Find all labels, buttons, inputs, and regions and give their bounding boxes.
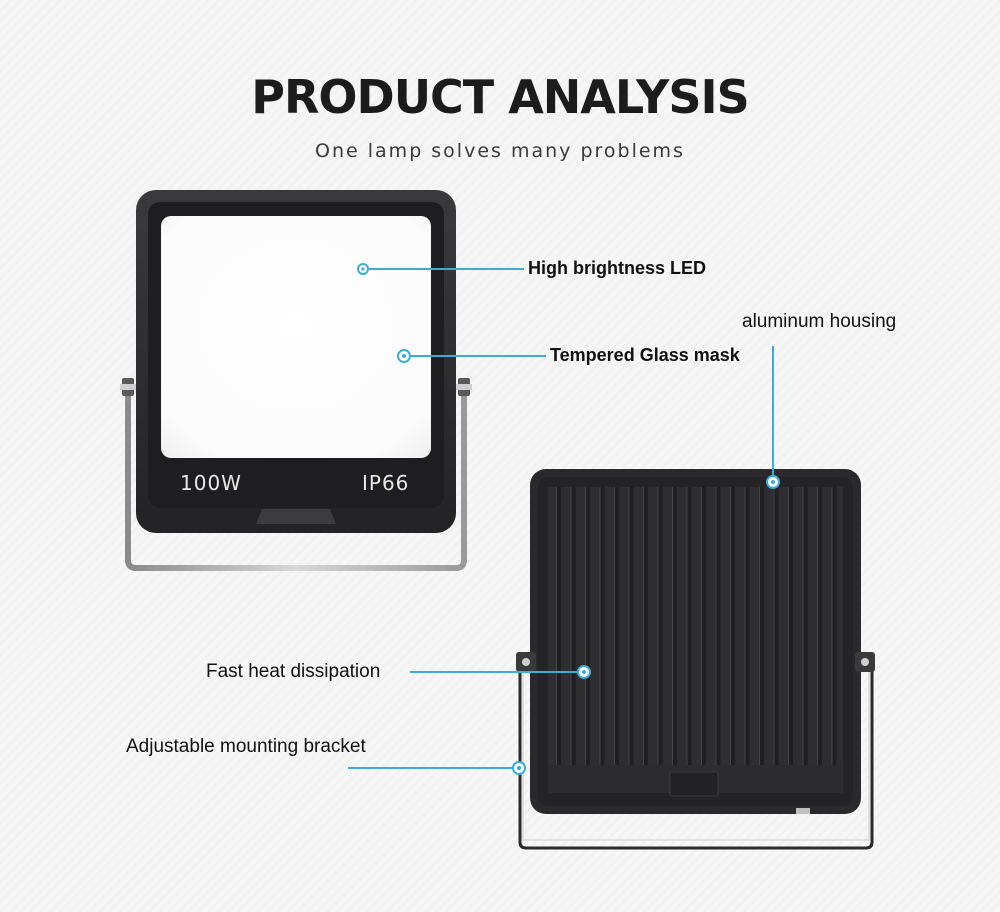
callout-heat: Fast heat dissipation xyxy=(206,661,381,682)
led-panel xyxy=(161,216,431,458)
back-bracket xyxy=(518,665,874,850)
rating-label: IP66 xyxy=(362,471,410,495)
page-title: PRODUCT ANALYSIS xyxy=(251,70,749,124)
power-label: 100W xyxy=(180,471,242,495)
page-subtitle: One lamp solves many problems xyxy=(315,140,685,162)
heat-fins xyxy=(548,487,843,765)
callout-lines xyxy=(348,268,774,769)
callout-bracket: Adjustable mounting bracket xyxy=(126,736,366,757)
callout-glass: Tempered Glass mask xyxy=(550,345,740,365)
callout-led: High brightness LED xyxy=(528,258,707,278)
callout-housing: aluminum housing xyxy=(742,311,897,332)
back-lamp xyxy=(516,469,875,850)
front-lamp xyxy=(120,190,472,571)
callout-dots xyxy=(357,263,780,775)
front-bracket xyxy=(125,395,467,571)
